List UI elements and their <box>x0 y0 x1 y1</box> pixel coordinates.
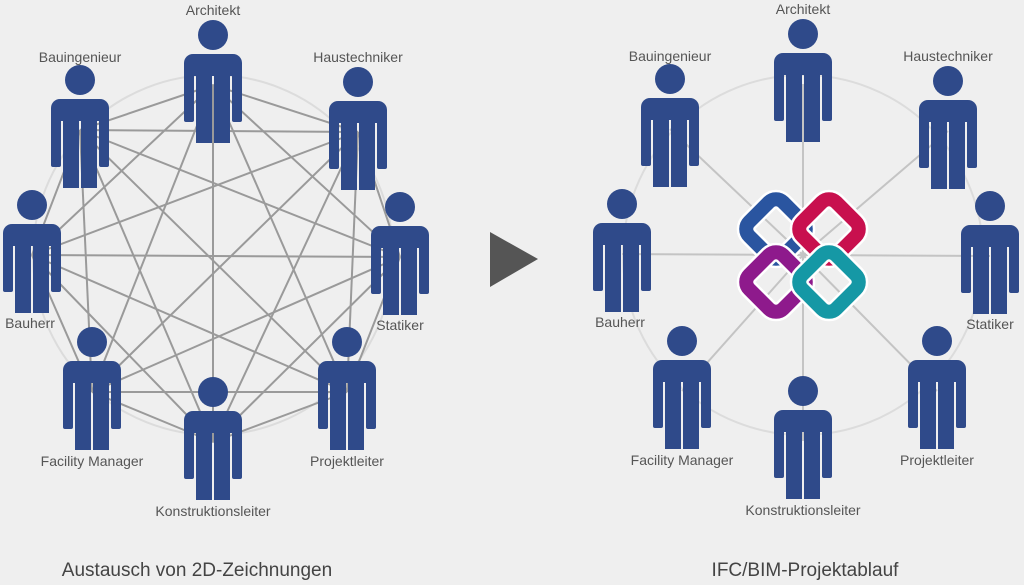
right-caption: IFC/BIM-Projektablauf <box>712 560 900 581</box>
person-right-2: Statiker <box>961 191 1019 332</box>
connection-line <box>79 129 214 443</box>
person-icon <box>961 225 1019 314</box>
person-icon-head <box>77 327 107 357</box>
right-panel-ifc-bim: ArchitektHaustechnikerStatikerProjektlei… <box>593 1 1019 581</box>
person-left-6: Bauherr <box>3 190 61 331</box>
person-icon-head <box>788 376 818 406</box>
person-icon-head <box>607 189 637 219</box>
person-label: Bauherr <box>5 315 55 331</box>
person-label: Architekt <box>776 1 831 17</box>
person-left-2: Statiker <box>371 192 429 333</box>
left-people: ArchitektHaustechnikerStatikerProjektlei… <box>3 2 429 519</box>
ifc-ring <box>792 192 866 266</box>
ifc-logo-icon <box>736 189 869 322</box>
person-icon-head <box>975 191 1005 221</box>
person-right-6: Bauherr <box>593 189 651 330</box>
arrow-right-icon <box>490 232 538 287</box>
person-icon <box>641 98 699 187</box>
person-icon-head <box>198 377 228 407</box>
person-label: Architekt <box>186 2 241 18</box>
person-label: Projektleiter <box>900 452 974 468</box>
connection-line <box>212 256 401 443</box>
person-label: Statiker <box>376 317 424 333</box>
person-icon <box>63 361 121 450</box>
left-panel-2d-exchange: ArchitektHaustechnikerStatikerProjektlei… <box>3 2 429 581</box>
connection-line <box>212 84 348 393</box>
connection-line <box>91 131 359 393</box>
person-icon <box>593 223 651 312</box>
person-right-3: Projektleiter <box>900 326 974 468</box>
person-icon-head <box>933 66 963 96</box>
ifc-ring <box>739 245 813 319</box>
person-icon-head <box>655 64 685 94</box>
connection-line <box>31 254 348 393</box>
person-right-1: Haustechniker <box>903 48 993 189</box>
person-left-3: Projektleiter <box>310 327 384 469</box>
person-label: Facility Manager <box>41 453 144 469</box>
person-icon <box>908 360 966 449</box>
connection-line <box>212 84 401 258</box>
person-left-7: Bauingenieur <box>39 49 122 188</box>
person-icon-head <box>385 192 415 222</box>
person-icon <box>774 53 832 142</box>
person-label: Statiker <box>966 316 1014 332</box>
person-icon-head <box>17 190 47 220</box>
person-icon <box>653 360 711 449</box>
person-icon <box>919 100 977 189</box>
ifc-ring <box>792 245 866 319</box>
person-icon-head <box>198 20 228 50</box>
person-icon-head <box>667 326 697 356</box>
person-icon <box>371 226 429 315</box>
connection-line <box>212 131 359 443</box>
person-icon <box>3 224 61 313</box>
person-icon-head <box>343 67 373 97</box>
person-icon-head <box>332 327 362 357</box>
person-label: Bauherr <box>595 314 645 330</box>
person-icon <box>184 54 242 143</box>
person-icon <box>318 361 376 450</box>
right-people: ArchitektHaustechnikerStatikerProjektlei… <box>593 1 1019 518</box>
person-left-4: Konstruktionsleiter <box>155 377 271 519</box>
person-right-7: Bauingenieur <box>629 48 712 187</box>
person-icon <box>51 99 109 188</box>
person-label: Bauingenieur <box>629 48 712 64</box>
person-right-0: Architekt <box>774 1 832 142</box>
person-label: Haustechniker <box>903 48 993 64</box>
person-right-5: Facility Manager <box>631 326 734 468</box>
ifc-ring <box>739 192 813 266</box>
connection-line <box>31 254 401 258</box>
connection-line <box>31 254 214 443</box>
person-left-0: Architekt <box>184 2 242 143</box>
person-label: Projektleiter <box>310 453 384 469</box>
person-icon-head <box>922 326 952 356</box>
person-left-5: Facility Manager <box>41 327 144 469</box>
left-caption: Austausch von 2D-Zeichnungen <box>62 560 332 581</box>
person-left-1: Haustechniker <box>313 49 403 190</box>
person-icon <box>774 410 832 499</box>
connection-line <box>79 129 401 258</box>
person-label: Konstruktionsleiter <box>155 503 271 519</box>
person-label: Bauingenieur <box>39 49 122 65</box>
person-label: Konstruktionsleiter <box>745 502 861 518</box>
connection-line <box>31 84 214 256</box>
person-right-4: Konstruktionsleiter <box>745 376 861 518</box>
person-label: Haustechniker <box>313 49 403 65</box>
connection-line <box>79 129 348 393</box>
connection-line <box>91 84 214 393</box>
person-label: Facility Manager <box>631 452 734 468</box>
connection-line <box>31 131 359 256</box>
person-icon-head <box>65 65 95 95</box>
person-icon <box>329 101 387 190</box>
person-icon-head <box>788 19 818 49</box>
person-icon <box>184 411 242 500</box>
